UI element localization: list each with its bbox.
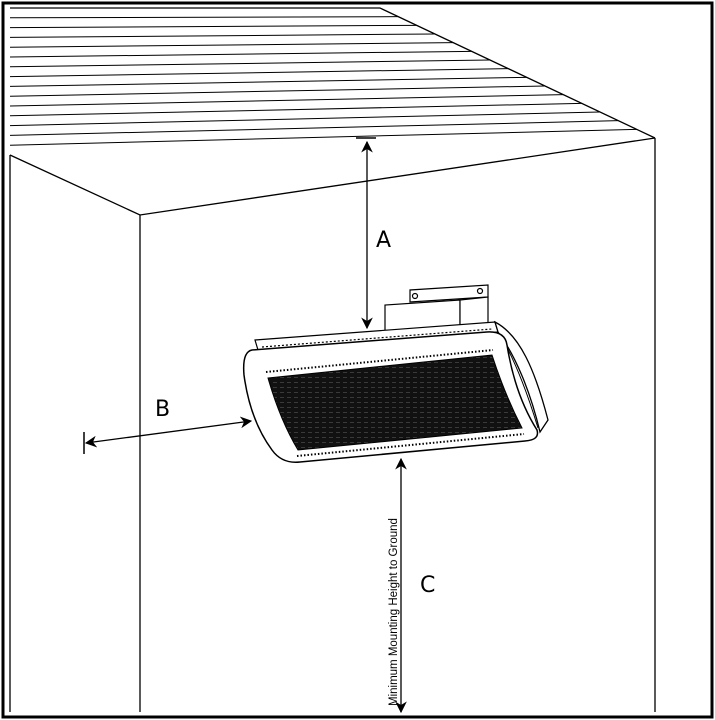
ceiling-slat-line: [9, 50, 472, 58]
ceiling-slat-line: [9, 102, 582, 117]
dimension-b-arrow: [84, 416, 253, 448]
ceiling-slat-line: [9, 128, 637, 146]
ceiling-slat-line: [9, 33, 436, 38]
heater-bottom-vent: [296, 433, 525, 457]
heater-grille: [267, 354, 523, 451]
ceiling-slat-line: [9, 59, 491, 68]
min-mounting-height-label: Minimum Mounting Height to Ground: [388, 518, 400, 706]
dimension-c-label: C: [420, 573, 435, 598]
dimension-b-label: B: [155, 397, 170, 422]
ceiling-slat-line: [9, 120, 619, 136]
ceiling-slat-line: [9, 94, 564, 107]
ceiling-outline: [10, 7, 656, 139]
ceiling-slat-line: [9, 76, 527, 87]
ceiling-slat-line: [9, 16, 399, 19]
heater-top-vent: [265, 349, 494, 373]
ceiling-slats: [9, 16, 637, 146]
dimension-a-label: A: [376, 228, 391, 253]
ceiling-slat-line: [9, 68, 509, 78]
ceiling-slat-line: [9, 42, 454, 48]
heater-side-housing: [493, 320, 549, 434]
ceiling-slat-line: [9, 85, 546, 97]
ceiling-slat-line: [9, 111, 601, 127]
ceiling-slat-line: [9, 24, 417, 29]
